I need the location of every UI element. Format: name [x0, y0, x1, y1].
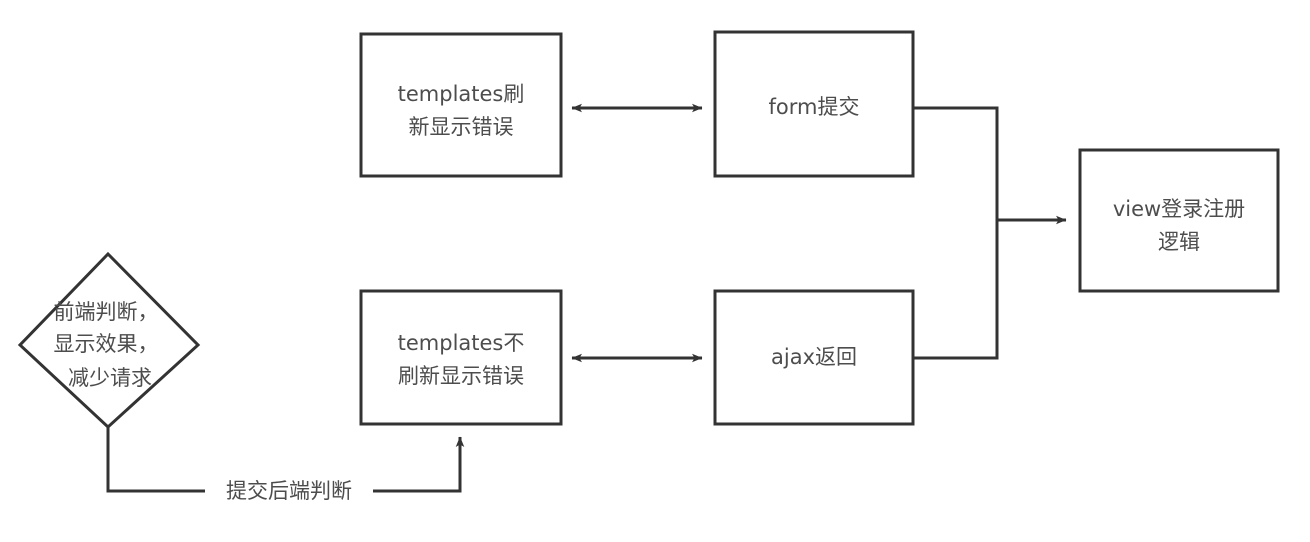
view-auth-logic-label-line-2: 逻辑 — [1158, 230, 1200, 254]
edge-label-backdrop — [205, 476, 373, 506]
form-submit-label: form提交 — [769, 95, 860, 119]
view-auth-logic-label-line-1: view登录注册 — [1113, 197, 1245, 221]
ajax-return-shape[interactable] — [713, 289, 915, 426]
templates-refresh-label-line-1: templates刷 — [398, 82, 525, 106]
edge-ajax-return-to-view-auth-logic — [913, 220, 999, 360]
frontend-decision-label-line-3: 减少请求 — [68, 366, 152, 390]
node-view-auth-logic[interactable]: view登录注册 逻辑 — [1078, 148, 1280, 293]
templates-refresh-shape[interactable] — [359, 32, 563, 178]
edge-form-submit-to-view-auth-logic — [913, 106, 1067, 225]
form-submit-shape[interactable] — [713, 30, 915, 178]
templates-refresh-label-line-2: 新显示错误 — [409, 115, 514, 139]
node-layer: 前端判断， 显示效果， 减少请求 templates刷 新显示错误 form提交… — [17, 30, 1280, 430]
edge-label-submit-backend-check: 提交后端判断 — [226, 479, 352, 503]
frontend-decision-label-line-2: 显示效果， — [54, 332, 159, 356]
frontend-decision-shape[interactable] — [17, 251, 201, 430]
node-frontend-decision[interactable]: 前端判断， 显示效果， 减少请求 — [17, 251, 201, 430]
templates-no-refresh-label-line-1: templates不 — [398, 331, 525, 355]
ajax-return-label: ajax返回 — [771, 345, 857, 369]
templates-no-refresh-shape[interactable] — [359, 289, 563, 426]
view-auth-logic-shape[interactable] — [1078, 148, 1280, 293]
node-templates-refresh[interactable]: templates刷 新显示错误 — [359, 32, 563, 178]
templates-no-refresh-label-line-2: 刷新显示错误 — [398, 364, 524, 388]
edge-layer: 提交后端判断 — [106, 103, 1067, 506]
node-form-submit[interactable]: form提交 — [713, 30, 915, 178]
frontend-decision-label-line-1: 前端判断， — [54, 300, 159, 324]
node-ajax-return[interactable]: ajax返回 — [713, 289, 915, 426]
node-templates-no-refresh[interactable]: templates不 刷新显示错误 — [359, 289, 563, 426]
